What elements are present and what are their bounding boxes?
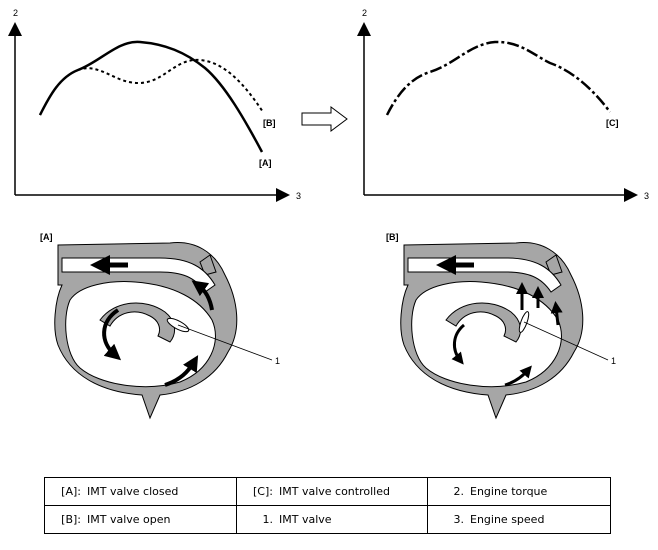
flow-arrow-left-loop bbox=[451, 323, 466, 365]
legend-cell: 1. IMT valve bbox=[236, 505, 428, 534]
legend-value: IMT valve open bbox=[87, 513, 171, 526]
right-y-axis bbox=[357, 22, 371, 195]
curve-c-label: [C] bbox=[606, 118, 619, 128]
intake-manifold-valve-open: 1 bbox=[400, 242, 616, 420]
legend-cell: [C]: IMT valve controlled bbox=[236, 477, 428, 506]
legend-key: 3. bbox=[453, 513, 465, 526]
manifold-plenum bbox=[411, 281, 562, 388]
legend-value: Engine speed bbox=[470, 513, 545, 526]
legend-key: 1. bbox=[262, 513, 274, 526]
right-x-axis bbox=[364, 188, 638, 202]
legend-value: IMT valve controlled bbox=[279, 485, 390, 498]
flow-arrow-bottom bbox=[504, 365, 532, 387]
right-y-axis-label: 2 bbox=[362, 8, 367, 18]
illustration-b-label: [B] bbox=[386, 232, 399, 242]
left-torque-graph: 2 3 [B] [A] bbox=[8, 8, 301, 202]
curve-b-label: [B] bbox=[263, 118, 276, 128]
legend-key: 2. bbox=[453, 485, 465, 498]
legend-cell: [B]: IMT valve open bbox=[44, 505, 237, 534]
legend-key: [B]: bbox=[61, 513, 81, 526]
right-torque-graph: 2 3 [C] bbox=[357, 8, 649, 202]
legend-cell: 2. Engine torque bbox=[427, 477, 611, 506]
valve-callout-number: 1 bbox=[611, 356, 616, 366]
legend-table: [A]: IMT valve closed [C]: IMT valve contr… bbox=[44, 477, 611, 534]
right-x-axis-label: 3 bbox=[644, 191, 649, 201]
legend-cell: 3. Engine speed bbox=[427, 505, 611, 534]
legend-value: IMT valve closed bbox=[87, 485, 179, 498]
flow-arrow-bottom bbox=[164, 355, 199, 387]
valve-callout-line bbox=[523, 321, 609, 361]
legend-key: [C]: bbox=[253, 485, 273, 498]
legend-row: [A]: IMT valve closed [C]: IMT valve contr… bbox=[44, 477, 611, 506]
valve-callout-line bbox=[177, 324, 273, 361]
manifold-divider bbox=[99, 302, 176, 343]
left-y-axis bbox=[8, 22, 22, 195]
manifold-divider bbox=[445, 302, 522, 343]
valve-callout-number: 1 bbox=[275, 356, 280, 366]
flow-arrow-left-loop bbox=[102, 308, 122, 361]
manifold-plenum bbox=[65, 281, 216, 388]
curve-c-valve-controlled bbox=[385, 40, 611, 116]
legend-row: [B]: IMT valve open 1. IMT valve 3. Engine … bbox=[44, 505, 611, 534]
curve-b-valve-open bbox=[39, 58, 264, 116]
left-x-axis-label: 3 bbox=[296, 191, 301, 201]
flow-arrow-up-3 bbox=[550, 301, 563, 326]
intake-manifold-valve-closed: 1 bbox=[54, 242, 280, 420]
illustration-a-label: [A] bbox=[40, 232, 53, 242]
legend-value: Engine torque bbox=[470, 485, 548, 498]
curve-a-valve-closed bbox=[38, 40, 264, 153]
left-x-axis bbox=[15, 188, 290, 202]
flow-arrow-right bbox=[191, 280, 214, 311]
legend-value: IMT valve bbox=[279, 513, 332, 526]
transition-arrow bbox=[301, 106, 348, 132]
legend-key: [A]: bbox=[61, 485, 81, 498]
curve-a-label: [A] bbox=[259, 158, 272, 168]
left-y-axis-label: 2 bbox=[13, 8, 18, 18]
legend-cell: [A]: IMT valve closed bbox=[44, 477, 237, 506]
